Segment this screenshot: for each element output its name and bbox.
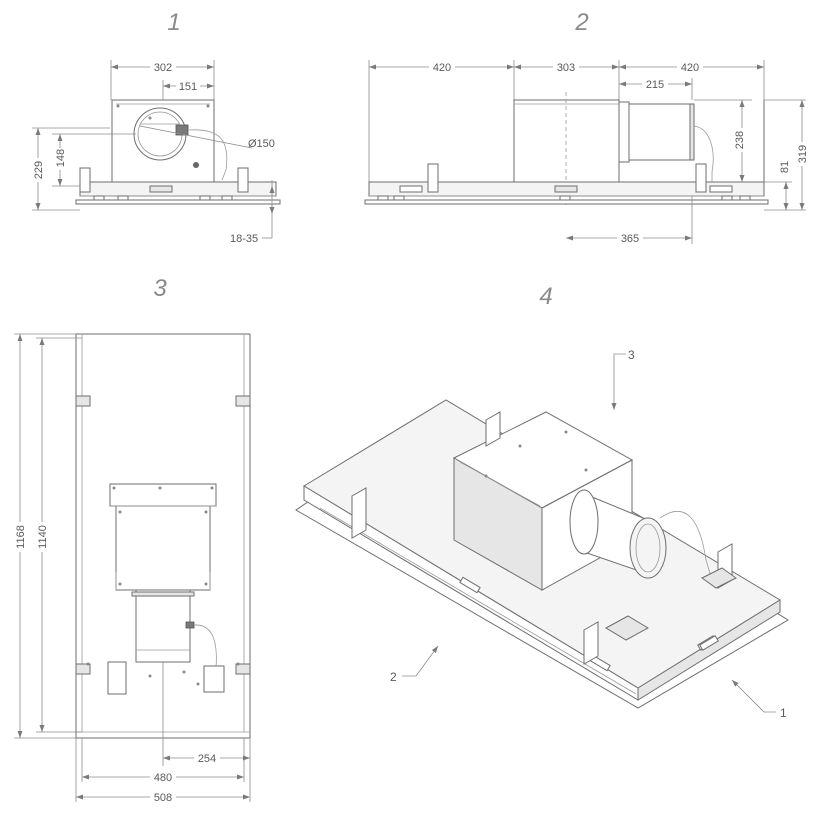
dim-1140: 1140 xyxy=(37,525,49,549)
dim-d150: Ø150 xyxy=(248,138,275,150)
callout-2: 2 xyxy=(390,670,397,684)
dim-229: 229 xyxy=(33,161,45,179)
view-4-number: 4 xyxy=(539,283,552,310)
dim-319: 319 xyxy=(797,145,809,163)
dim-238: 238 xyxy=(734,131,746,149)
dim-151: 151 xyxy=(179,81,197,93)
dim-508: 508 xyxy=(154,792,172,804)
view-1-number: 1 xyxy=(167,9,180,36)
view-3-number: 3 xyxy=(153,275,167,302)
dim-215: 215 xyxy=(646,79,664,91)
view-3-top: 3 xyxy=(13,275,251,804)
dim-420-right: 420 xyxy=(681,62,699,74)
dim-480: 480 xyxy=(154,772,172,784)
dim-420-left: 420 xyxy=(433,62,451,74)
dim-302: 302 xyxy=(154,62,172,74)
view-4-isometric: 4 3 xyxy=(295,283,789,720)
dim-254: 254 xyxy=(198,753,216,765)
callout-3: 3 xyxy=(628,348,635,362)
view-1-front: 1 302 151 Ø150 xyxy=(31,9,281,245)
dim-81: 81 xyxy=(779,161,791,173)
callout-1: 1 xyxy=(780,706,787,720)
dim-148: 148 xyxy=(55,149,67,167)
dim-1168: 1168 xyxy=(15,525,27,549)
view-2-side: 2 420 303 420 215 xyxy=(364,9,809,245)
dim-18-35: 18-35 xyxy=(230,233,258,245)
dim-365: 365 xyxy=(621,233,639,245)
view-2-number: 2 xyxy=(574,9,588,36)
dim-303: 303 xyxy=(557,62,575,74)
